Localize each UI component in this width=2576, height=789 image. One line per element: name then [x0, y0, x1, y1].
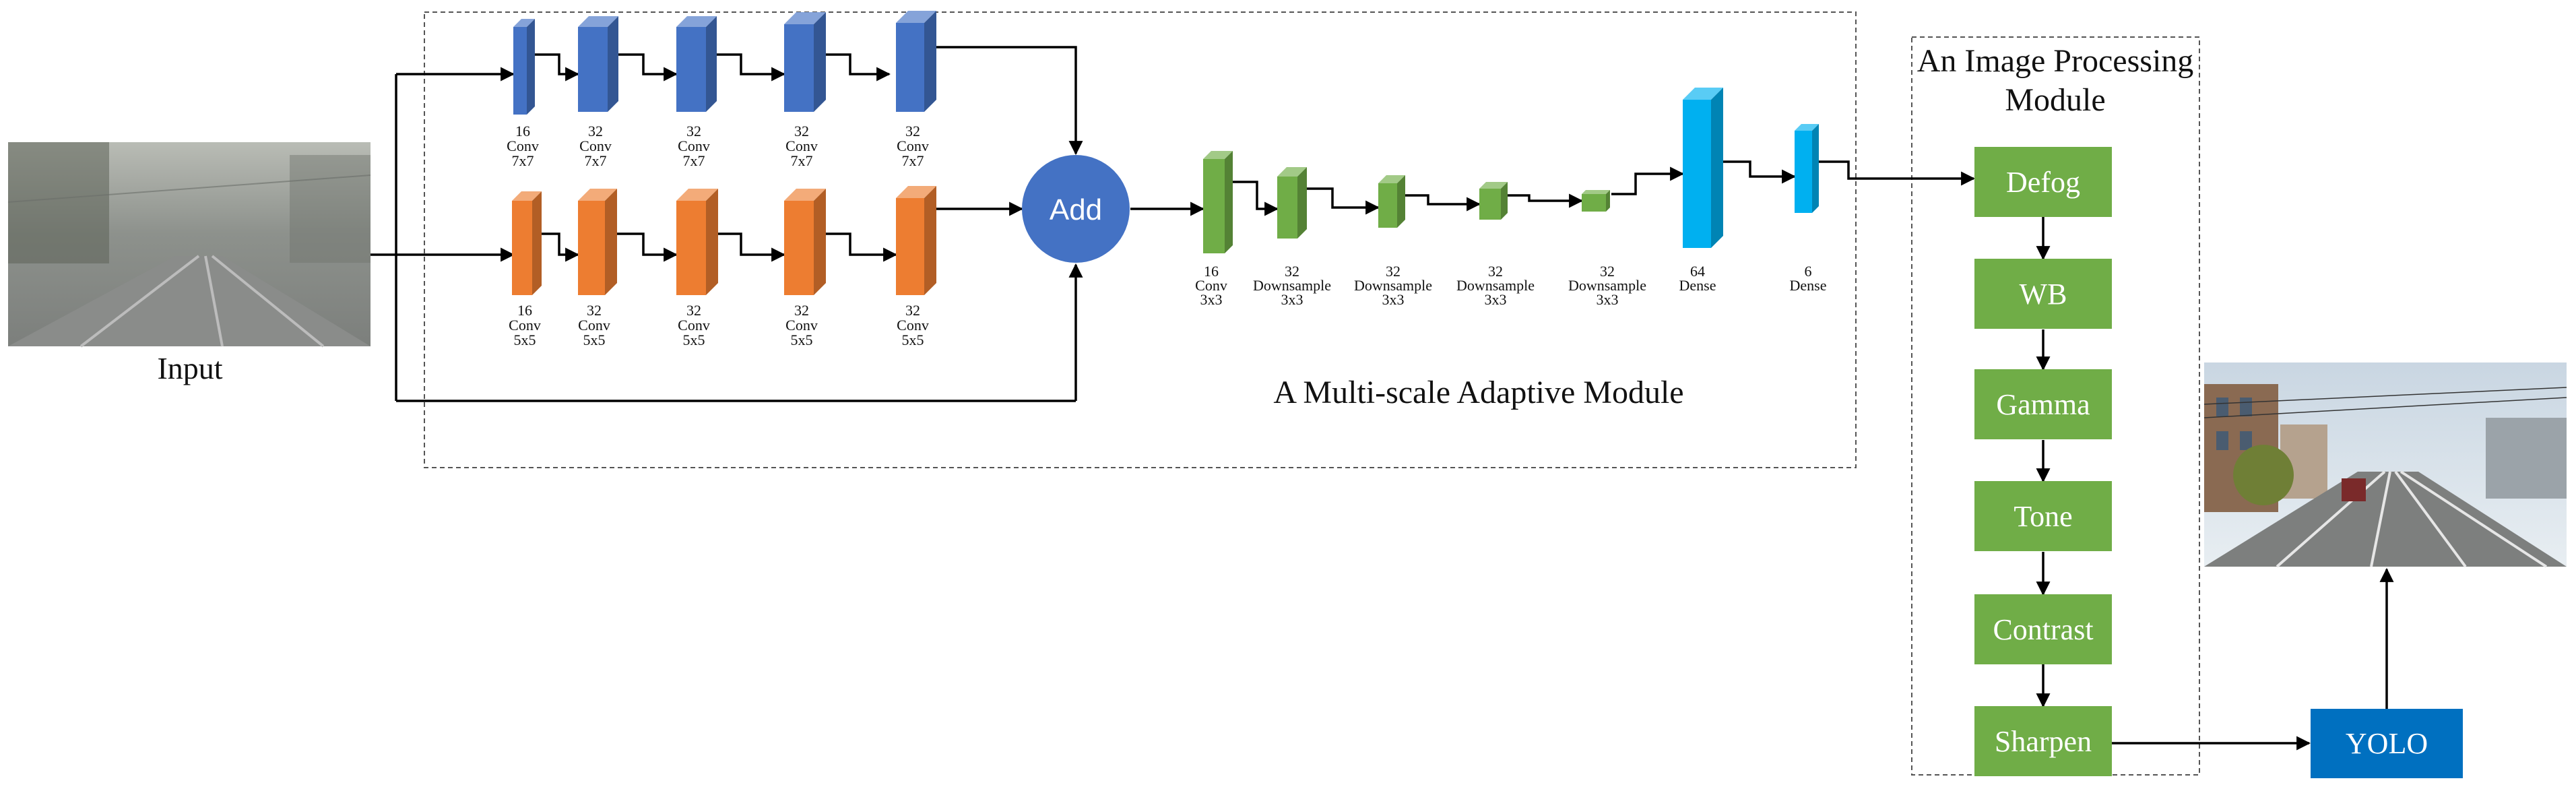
conv7x7-label-2-line2: Conv: [579, 137, 612, 154]
head-label-4-line1: 32: [1488, 263, 1503, 280]
conv5x5-label-3-line3: 5x5: [683, 332, 705, 348]
conv7x7-label-5-line2: Conv: [897, 137, 929, 154]
filter-tone: Tone: [1974, 481, 2112, 551]
head-block-7: [1795, 124, 1819, 213]
head-block-1: [1203, 151, 1233, 253]
conv7x7-block-4: [784, 12, 826, 112]
conv7x7-label-5-line3: 7x7: [902, 152, 924, 169]
head-block-4: [1479, 182, 1508, 220]
adaptive-module-title: A Multi-scale Adaptive Module: [1273, 375, 1683, 410]
conv5x5-label-5-line2: Conv: [897, 317, 929, 334]
conv7x7-block-1: [513, 19, 535, 115]
conv5x5-label-2-line3: 5x5: [583, 332, 606, 348]
filter-label-sharpen: Sharpen: [1995, 725, 2092, 758]
conv7x7-label-1-line3: 7x7: [512, 152, 534, 169]
conv5x5-label-4-line3: 5x5: [791, 332, 813, 348]
conv7x7-label-4-line3: 7x7: [791, 152, 813, 169]
conv7x7-label-2-line3: 7x7: [585, 152, 607, 169]
head-label-4-line2: Downsample: [1456, 277, 1535, 294]
head-block-6: [1683, 88, 1723, 248]
filter-label-contrast: Contrast: [1993, 613, 2093, 646]
head-label-6-line2: Dense: [1679, 277, 1716, 294]
input-label: Input: [157, 351, 222, 385]
head-label-4-line3: 3x3: [1485, 291, 1507, 308]
head-label-2-line2: Downsample: [1253, 277, 1331, 294]
head-layers: 16Conv3x332Downsample3x332Downsample3x33…: [1195, 88, 1826, 308]
filter-defog: Defog: [1974, 147, 2112, 217]
filter-sharpen: Sharpen: [1974, 706, 2112, 776]
processing-module-title-line2: Module: [2005, 82, 2105, 118]
conv7x7-label-3-line1: 32: [686, 123, 701, 139]
head-block-5: [1582, 190, 1610, 212]
branch-5x5-layers: 16Conv5x532Conv5x532Conv5x532Conv5x532Co…: [509, 186, 936, 348]
filter-gamma: Gamma: [1974, 369, 2112, 439]
head-label-7-line2: Dense: [1790, 277, 1827, 294]
head-label-2-line3: 3x3: [1281, 291, 1303, 308]
head-label-5-line2: Downsample: [1568, 277, 1646, 294]
conv7x7-label-1-line1: 16: [515, 123, 530, 139]
conv7x7-block-3: [676, 16, 717, 112]
conv7x7-label-3-line3: 7x7: [683, 152, 705, 169]
conv7x7-label-4-line1: 32: [794, 123, 809, 139]
head-label-6-line1: 64: [1690, 263, 1705, 280]
head-label-3-line2: Downsample: [1354, 277, 1432, 294]
conv5x5-block-1: [512, 191, 542, 295]
conv5x5-label-3-line2: Conv: [678, 317, 710, 334]
input-image: [7, 142, 371, 348]
processing-module-title-line1: An Image Processing: [1917, 43, 2194, 79]
conv5x5-label-2-line1: 32: [587, 302, 602, 319]
head-label-3-line3: 3x3: [1382, 291, 1405, 308]
conv5x5-label-1-line2: Conv: [509, 317, 541, 334]
conv5x5-label-5-line1: 32: [905, 302, 920, 319]
head-label-5-line3: 3x3: [1597, 291, 1619, 308]
head-label-3-line1: 32: [1386, 263, 1400, 280]
conv5x5-label-1-line3: 5x5: [514, 332, 536, 348]
head-block-3: [1378, 175, 1405, 228]
head-label-5-line1: 32: [1600, 263, 1615, 280]
head-label-1-line3: 3x3: [1200, 291, 1223, 308]
conv5x5-block-4: [784, 189, 826, 295]
head-label-7-line1: 6: [1805, 263, 1812, 280]
conv5x5-label-2-line2: Conv: [578, 317, 610, 334]
conv5x5-block-3: [676, 189, 718, 295]
conv5x5-label-1-line1: 16: [517, 302, 532, 319]
conv5x5-label-4-line1: 32: [794, 302, 809, 319]
filter-label-defog: Defog: [2006, 166, 2080, 199]
head-label-1-line2: Conv: [1195, 277, 1227, 294]
output-image: [2203, 362, 2567, 568]
conv7x7-label-5-line1: 32: [905, 123, 920, 139]
filter-wb: WB: [1974, 259, 2112, 329]
conv5x5-block-2: [578, 189, 617, 295]
branch-7x7-layers: 16Conv7x732Conv7x732Conv7x732Conv7x732Co…: [507, 11, 936, 169]
filter-contrast: Contrast: [1974, 594, 2112, 664]
processing-module-frame: [1911, 36, 2200, 776]
filter-label-gamma: Gamma: [1996, 388, 2090, 421]
conv5x5-label-4-line2: Conv: [785, 317, 818, 334]
conv7x7-label-4-line2: Conv: [785, 137, 818, 154]
filter-label-wb: WB: [2020, 278, 2067, 311]
head-block-2: [1277, 167, 1307, 239]
conv7x7-label-2-line1: 32: [588, 123, 603, 139]
head-label-1-line1: 16: [1204, 263, 1219, 280]
filter-label-tone: Tone: [2014, 500, 2072, 533]
conv5x5-block-5: [896, 186, 936, 295]
head-label-2-line1: 32: [1285, 263, 1299, 280]
conv7x7-block-5: [896, 11, 936, 112]
conv5x5-label-5-line3: 5x5: [902, 332, 924, 348]
add-label: Add: [1050, 193, 1102, 226]
add-node: Add: [1022, 155, 1130, 263]
conv7x7-label-1-line2: Conv: [507, 137, 539, 154]
yolo-node: YOLO: [2311, 709, 2463, 778]
conv5x5-label-3-line1: 32: [686, 302, 701, 319]
adaptive-module-frame: [424, 11, 1857, 468]
yolo-label: YOLO: [2346, 727, 2428, 760]
conv7x7-block-2: [578, 16, 618, 112]
conv7x7-label-3-line2: Conv: [678, 137, 710, 154]
connectors: [371, 46, 2394, 751]
